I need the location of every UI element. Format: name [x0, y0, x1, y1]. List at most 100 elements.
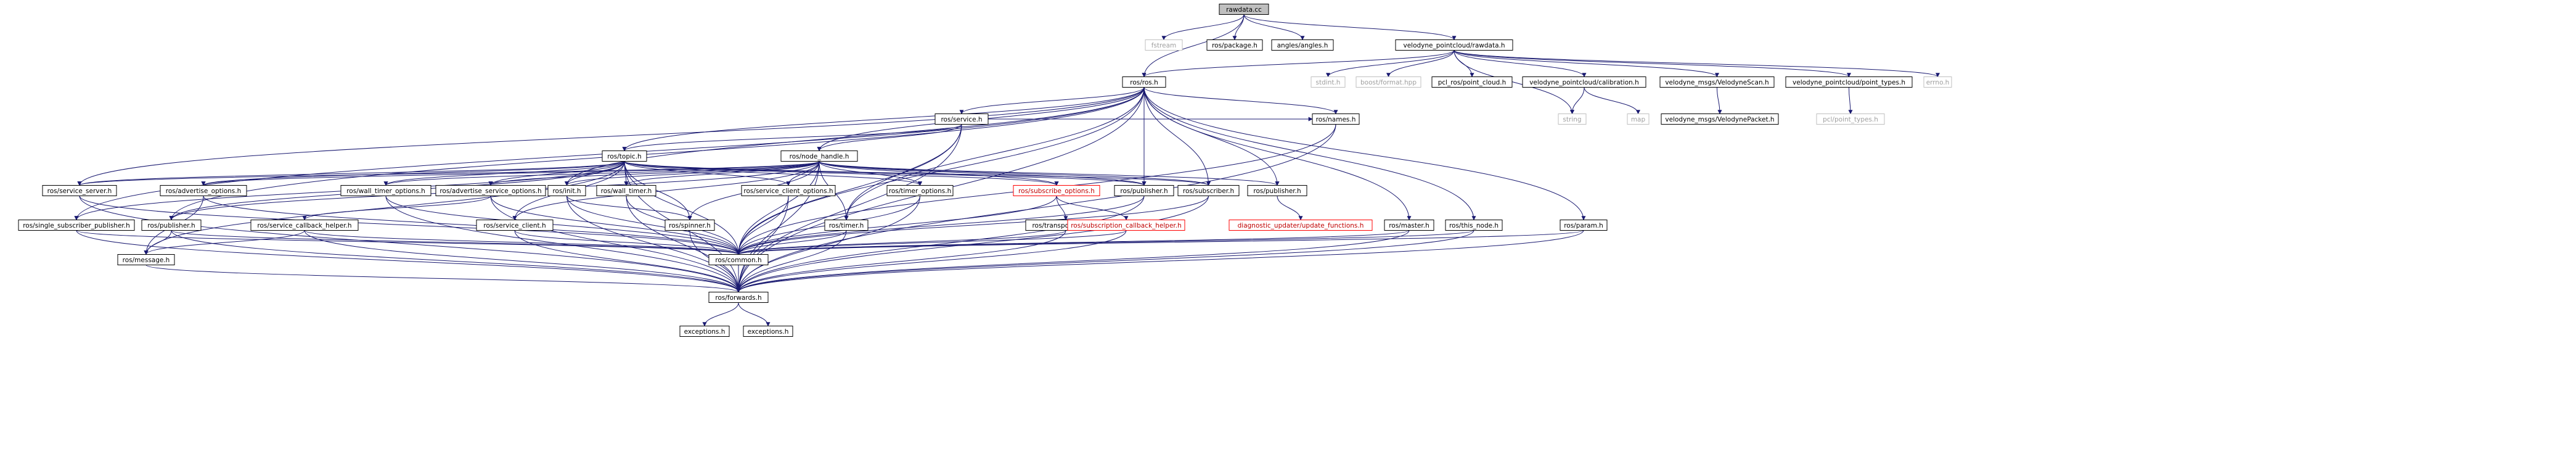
node-label: ros/single_subscriber_publisher.h [23, 222, 130, 229]
node-label: ros/publisher.h [1120, 188, 1167, 195]
node-ros_service_callback_helper[interactable]: ros/service_callback_helper.h [250, 220, 359, 231]
node-ros_service_client[interactable]: ros/service_client.h [476, 220, 554, 231]
node-label: ros/service_callback_helper.h [257, 222, 351, 229]
node-ros_node_handle[interactable]: ros/node_handle.h [780, 151, 858, 162]
node-vp_point_types[interactable]: velodyne_pointcloud/point_types.h [1785, 76, 1913, 88]
node-exceptions_b[interactable]: exceptions.h [743, 326, 793, 337]
edge-ros_single_subscriber_publisher-to-ros_forwards [76, 230, 741, 293]
node-label: diagnostic_updater/update_functions.h [1238, 222, 1364, 229]
edge-ros_subscribe_options-to-ros_common [736, 196, 1057, 255]
edge-ros_topic-to-ros_service_server [77, 161, 625, 186]
node-box [547, 185, 586, 196]
node-vp_calibration[interactable]: velodyne_pointcloud/calibration.h [1522, 76, 1646, 88]
node-ros_master[interactable]: ros/master.h [1384, 220, 1434, 231]
edge-rawdata_cc-to-ros_ros [1142, 14, 1245, 78]
node-box [435, 185, 546, 196]
node-exceptions_a[interactable]: exceptions.h [679, 326, 730, 337]
edge-ros_service_callback_helper-to-ros_common [304, 230, 741, 255]
edge-ros_node_handle-to-ros_advertise_options [201, 161, 820, 186]
edge-ros_node_handle-to-ros_publisher_b [819, 161, 1280, 186]
node-box [1206, 39, 1263, 51]
edge-ros_ros-to-ros_service [959, 87, 1145, 115]
node-box [1013, 185, 1100, 196]
node-ros_publisher_a[interactable]: ros/publisher.h [1114, 185, 1174, 196]
node-ros_spinner[interactable]: ros/spinner.h [664, 220, 715, 231]
edge-ros_publisher_c-to-ros_forwards [171, 230, 741, 293]
node-label: ros/subscriber.h [1183, 188, 1234, 195]
edge-vm_scan-to-vm_packet [1717, 87, 1722, 115]
edge-ros_ros-to-ros_init [565, 87, 1145, 186]
edge-ros_param-to-ros_common [736, 230, 1584, 255]
edge-ros_node_handle-to-ros_wall_timer_options [383, 161, 820, 186]
node-box [1219, 4, 1269, 15]
node-ros_common[interactable]: ros/common.h [708, 254, 769, 265]
node-ros_advertise_options[interactable]: ros/advertise_options.h [160, 185, 247, 196]
node-box [1785, 76, 1913, 88]
edge-ros_node_handle-to-ros_subscriber [819, 161, 1211, 186]
node-ros_this_node[interactable]: ros/this_node.h [1445, 220, 1503, 231]
node-ros_ros[interactable]: ros/ros.h [1122, 76, 1166, 88]
node-box [117, 254, 175, 265]
edge-ros_service_server-to-ros_forwards [79, 196, 741, 293]
edge-ros_param-to-ros_forwards [736, 230, 1584, 293]
node-label: ros/service.h [941, 116, 982, 123]
node-ros_init[interactable]: ros/init.h [547, 185, 586, 196]
node-ros_topic[interactable]: ros/topic.h [602, 151, 647, 162]
edge-vp_calibration-to-string [1570, 87, 1585, 115]
edge-ros_node_handle-to-ros_advertise_service_options [488, 161, 820, 186]
node-ros_timer_options[interactable]: ros/timer_options.h [886, 185, 954, 196]
edge-ros_ros-to-ros_names [1143, 87, 1338, 115]
edge-ros_advertise_service_options-to-ros_forwards [490, 196, 741, 293]
edge-ros_node_handle-to-ros_init [565, 161, 820, 186]
node-ros_service_client_options[interactable]: ros/service_client_options.h [741, 185, 836, 196]
edge-ros_node_handle-to-ros_publisher_a [819, 161, 1147, 186]
node-fstream: fstream [1145, 39, 1183, 51]
edge-ros_publisher_b-to-diagnostic_updater [1277, 196, 1303, 221]
edge-ros_transport_hints-to-ros_forwards [736, 230, 1066, 293]
node-pcl_ros[interactable]: pcl_ros/point_cloud.h [1431, 76, 1513, 88]
node-ros_subscribe_options[interactable]: ros/subscribe_options.h [1013, 185, 1100, 196]
node-box [1310, 76, 1346, 88]
node-ros_message[interactable]: ros/message.h [117, 254, 175, 265]
edge-ros_node_handle-to-ros_subscribe_options [819, 161, 1059, 186]
node-ros_wall_timer[interactable]: ros/wall_timer.h [596, 185, 656, 196]
node-ros_wall_timer_options[interactable]: ros/wall_timer_options.h [340, 185, 431, 196]
node-ros_single_subscriber_publisher[interactable]: ros/single_subscriber_publisher.h [18, 220, 135, 231]
node-ros_names[interactable]: ros/names.h [1312, 114, 1360, 125]
node-ros_package[interactable]: ros/package.h [1206, 39, 1263, 51]
node-diagnostic_updater[interactable]: diagnostic_updater/update_functions.h [1229, 220, 1373, 231]
node-label: ros/topic.h [607, 153, 641, 160]
node-ros_timer[interactable]: ros/timer.h [824, 220, 869, 231]
node-ros_service_server[interactable]: ros/service_server.h [42, 185, 117, 196]
edge-ros_topic-to-ros_subscribe_options [624, 161, 1059, 186]
node-ros_subscription_callback_helper[interactable]: ros/subscription_callback_helper.h [1067, 220, 1185, 231]
node-ros_subscriber[interactable]: ros/subscriber.h [1177, 185, 1240, 196]
node-label: ros/names.h [1316, 116, 1356, 123]
node-angles[interactable]: angles/angles.h [1271, 39, 1334, 51]
edge-ros_topic-to-ros_timer_options [624, 161, 922, 186]
node-box [1177, 185, 1240, 196]
node-stdint: stdint.h [1310, 76, 1346, 88]
node-ros_publisher_b[interactable]: ros/publisher.h [1247, 185, 1307, 196]
node-label: ros/ros.h [1130, 79, 1158, 86]
edge-vp_rawdata-to-ros_ros [1142, 50, 1455, 78]
node-rawdata_cc[interactable]: rawdata.cc [1219, 4, 1269, 15]
node-label: ros/this_node.h [1449, 222, 1499, 229]
node-ros_publisher_c[interactable]: ros/publisher.h [141, 220, 202, 231]
node-label: ros/wall_timer_options.h [346, 188, 425, 195]
node-ros_param[interactable]: ros/param.h [1560, 220, 1608, 231]
node-vm_scan[interactable]: velodyne_msgs/VelodyneScan.h [1659, 76, 1775, 88]
node-label: ros/wall_timer.h [601, 188, 652, 195]
edge-ros_service-to-ros_node_handle [817, 124, 962, 152]
node-ros_forwards[interactable]: ros/forwards.h [708, 292, 769, 303]
node-ros_advertise_service_options[interactable]: ros/advertise_service_options.h [435, 185, 546, 196]
node-vm_packet[interactable]: velodyne_msgs/VelodynePacket.h [1661, 114, 1779, 125]
edge-ros_service-to-ros_forwards [736, 124, 962, 293]
node-ros_service[interactable]: ros/service.h [934, 114, 989, 125]
edge-rawdata_cc-to-vp_rawdata [1243, 14, 1457, 41]
edge-ros_node_handle-to-ros_timer_options [819, 161, 922, 186]
node-vp_rawdata[interactable]: velodyne_pointcloud/rawdata.h [1395, 39, 1513, 51]
edge-ros_ros-to-ros_service_server [77, 87, 1145, 186]
node-label: ros/service_client.h [483, 222, 546, 229]
node-label: ros/master.h [1389, 222, 1429, 229]
